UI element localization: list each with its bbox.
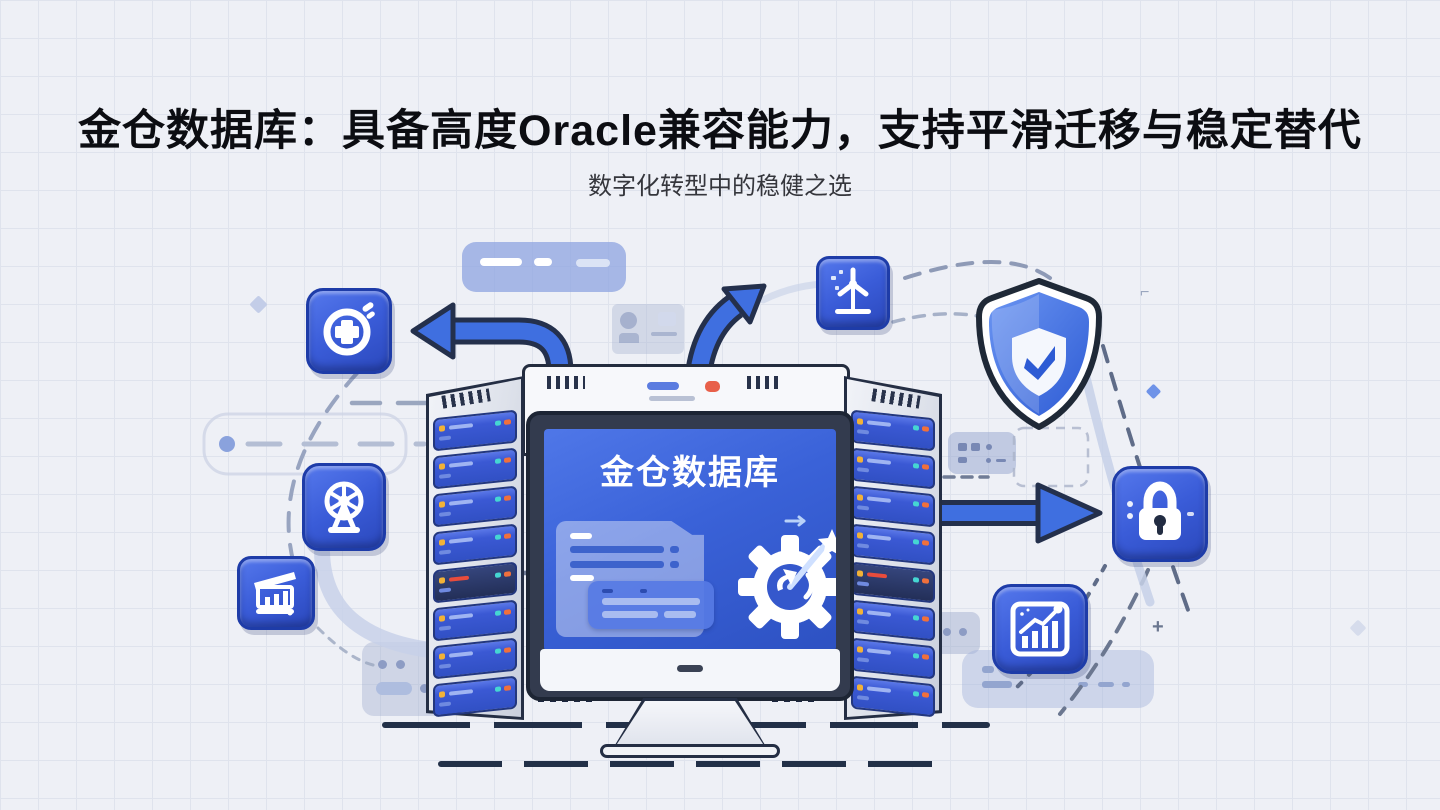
medical-plus-icon xyxy=(306,288,392,374)
security-shield-icon xyxy=(974,276,1104,432)
plus-marker: ⌐ xyxy=(1140,284,1150,301)
monitor-stand xyxy=(612,698,768,750)
plus-marker: + xyxy=(1152,616,1164,638)
monitor-base xyxy=(600,744,780,758)
ghost-pill-card xyxy=(462,242,626,292)
server-rack-left xyxy=(426,376,524,720)
ferris-wheel-icon xyxy=(302,463,386,551)
ghost-chip-card xyxy=(948,432,1016,474)
wind-turbine-icon xyxy=(816,256,890,330)
server-rack-right xyxy=(844,376,942,720)
page-title: 金仓数据库：具备高度Oracle兼容能力，支持平滑迁移与稳定替代 xyxy=(78,107,1362,155)
monitor-bezel xyxy=(540,649,840,691)
monitor-screen: 金仓数据库 xyxy=(544,429,836,651)
padlock-icon xyxy=(1112,466,1208,562)
gear-star-icon xyxy=(738,515,836,639)
page-subtitle: 数字化转型中的稳健之选 xyxy=(588,173,852,200)
analytics-chart-icon xyxy=(992,584,1088,674)
document-panel xyxy=(588,581,714,629)
ghost-dashed-outline xyxy=(1012,426,1090,488)
arrow-right xyxy=(942,482,1103,544)
screen-title: 金仓数据库 xyxy=(600,454,780,492)
monitor: 金仓数据库 xyxy=(526,411,854,701)
server-modules xyxy=(433,409,517,718)
server-modules xyxy=(851,409,935,718)
bank-chart-icon xyxy=(237,556,315,630)
ghost-id-card xyxy=(612,304,684,354)
ground-line xyxy=(438,761,944,767)
